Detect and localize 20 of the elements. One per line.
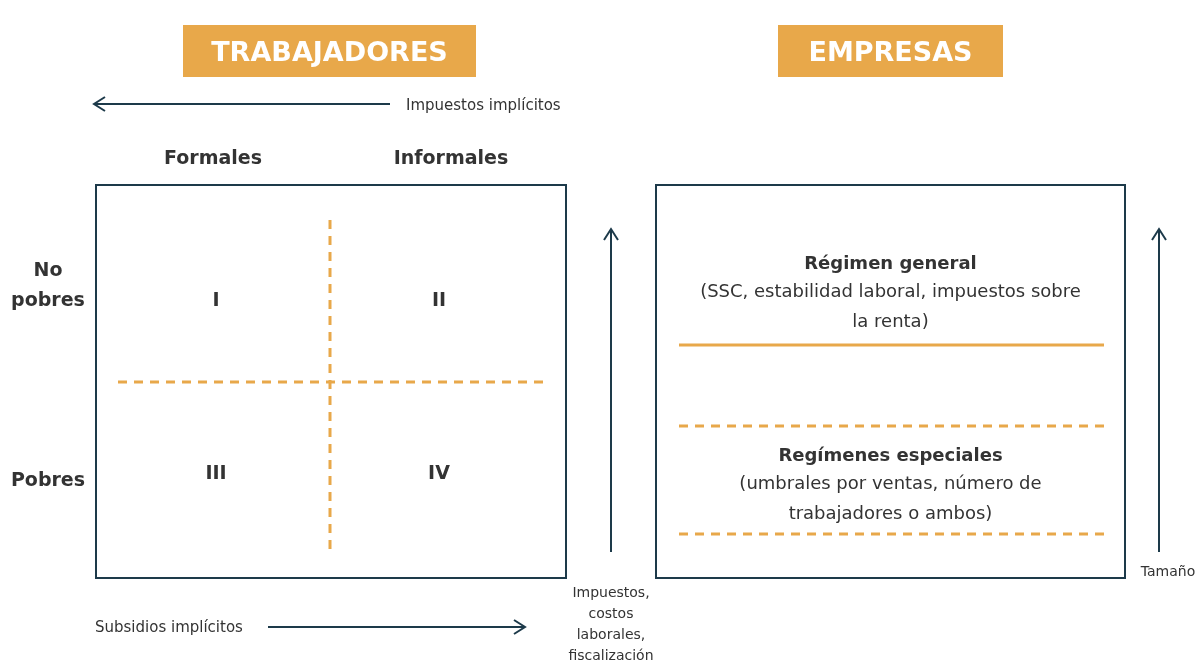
column-heading: Formales <box>164 146 262 168</box>
axis-label: Tamaño <box>1140 563 1196 579</box>
section-description: (SSC, estabilidad laboral, impuestos sobre la renta) <box>699 279 1082 333</box>
row-heading: No pobres <box>10 257 86 312</box>
axis-label: Impuestos, costos laborales, fiscalización <box>567 583 655 665</box>
heading-banner: TRABAJADORES <box>183 25 476 77</box>
section-heading: Régimen general <box>803 251 978 275</box>
regime-box <box>655 184 1126 579</box>
section-description: (umbrales por ventas, número de trabajadores o ambos) <box>738 471 1043 525</box>
row-heading: Pobres <box>10 468 86 490</box>
section-heading: Regímenes especiales <box>777 443 1004 467</box>
column-heading: Informales <box>393 146 509 168</box>
quadrant-box <box>95 184 567 579</box>
quadrant-number: I <box>212 288 220 310</box>
axis-label: Subsidios implícitos <box>95 618 243 636</box>
quadrant-number: II <box>431 288 447 310</box>
axis-label: Impuestos implícitos <box>406 96 561 114</box>
quadrant-number: III <box>205 461 227 483</box>
heading-banner: EMPRESAS <box>778 25 1003 77</box>
quadrant-number: IV <box>428 461 450 483</box>
